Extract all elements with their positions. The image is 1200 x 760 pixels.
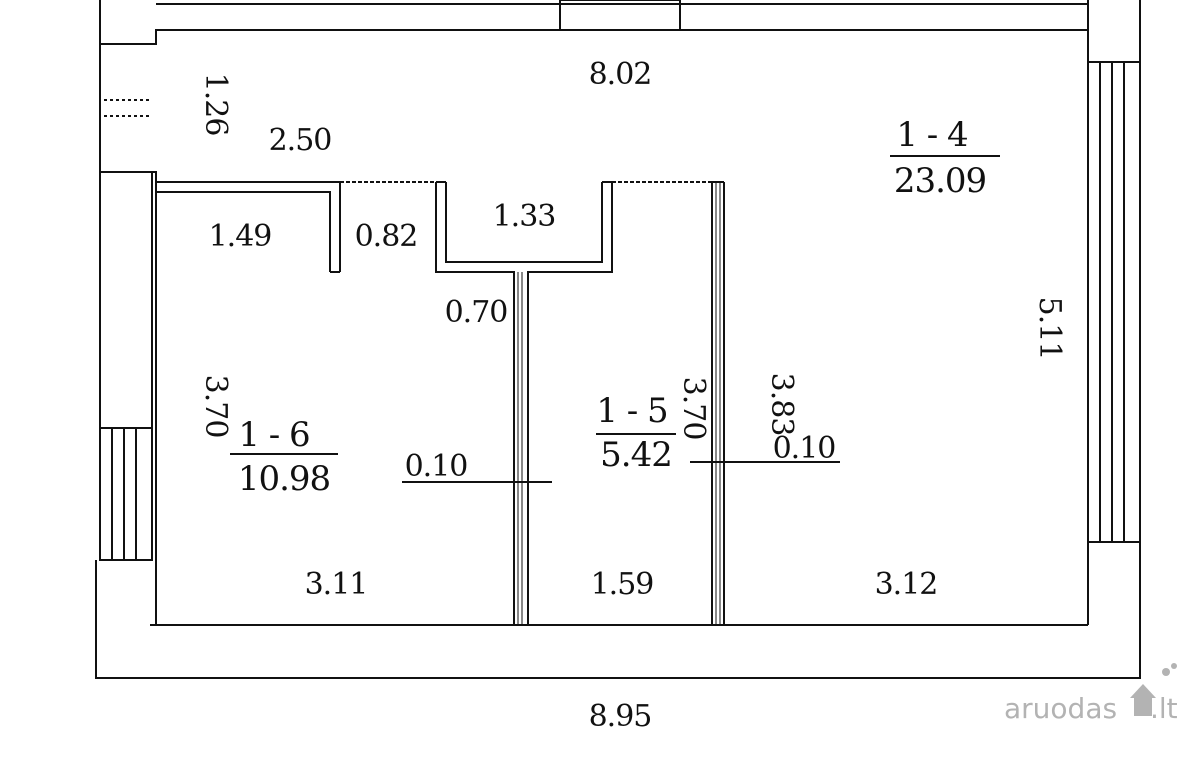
dim-bath-width: 1.33 — [493, 199, 556, 234]
dim-left-small: 1.26 — [198, 73, 233, 136]
house-roof-icon — [1130, 684, 1156, 698]
watermark: aruodas .lt — [1004, 663, 1178, 725]
dim-top-width: 8.02 — [589, 57, 652, 92]
dim-wall-c: 0.10 — [773, 431, 836, 466]
outer-wall-left — [99, 44, 157, 625]
plan-labels: 8.02 1.26 2.50 1.49 0.82 1.33 0.70 3.70 … — [198, 57, 1067, 734]
dim-wall-a: 0.70 — [445, 295, 508, 330]
dim-bottom-mid: 1.59 — [591, 567, 654, 602]
dim-right-height: 5.11 — [1032, 297, 1067, 360]
chimney-smoke-icon — [1171, 663, 1177, 669]
top-strip-wall — [99, 0, 1089, 45]
room-4-area: 23.09 — [894, 161, 986, 201]
partition-bath-inner — [445, 182, 603, 263]
dim-closet2-width: 0.82 — [355, 219, 418, 254]
right-window — [1087, 61, 1141, 543]
room-5-id: 1 - 5 — [596, 391, 667, 431]
dim-closet-width: 1.49 — [209, 219, 272, 254]
room-6-id: 1 - 6 — [238, 415, 309, 455]
partition-bath — [435, 182, 515, 625]
dim-hall-width: 2.50 — [269, 123, 332, 158]
dim-bottom-left: 3.11 — [305, 567, 368, 602]
left-window — [99, 171, 153, 429]
room-5-area: 5.42 — [600, 435, 672, 475]
partition-bath-right — [527, 182, 613, 625]
dim-left-height: 3.70 — [198, 375, 233, 438]
dim-overall-width: 8.95 — [589, 699, 652, 734]
dim-bottom-right: 3.12 — [875, 567, 938, 602]
left-window-lower — [99, 427, 153, 561]
chimney-smoke-icon — [1162, 668, 1170, 676]
room-4-id: 1 - 4 — [896, 115, 967, 155]
room-6-area: 10.98 — [238, 459, 330, 499]
watermark-suffix: .lt — [1150, 692, 1178, 725]
plan-walls — [95, 0, 1141, 679]
dim-wall-b: 0.10 — [405, 449, 468, 484]
dim-mid-height: 3.70 — [676, 377, 711, 440]
watermark-text: aruodas — [1004, 692, 1117, 725]
house-icon — [1134, 696, 1152, 716]
dim-right-wall-height: 3.83 — [764, 373, 799, 436]
partition-hall-inner — [156, 191, 331, 272]
